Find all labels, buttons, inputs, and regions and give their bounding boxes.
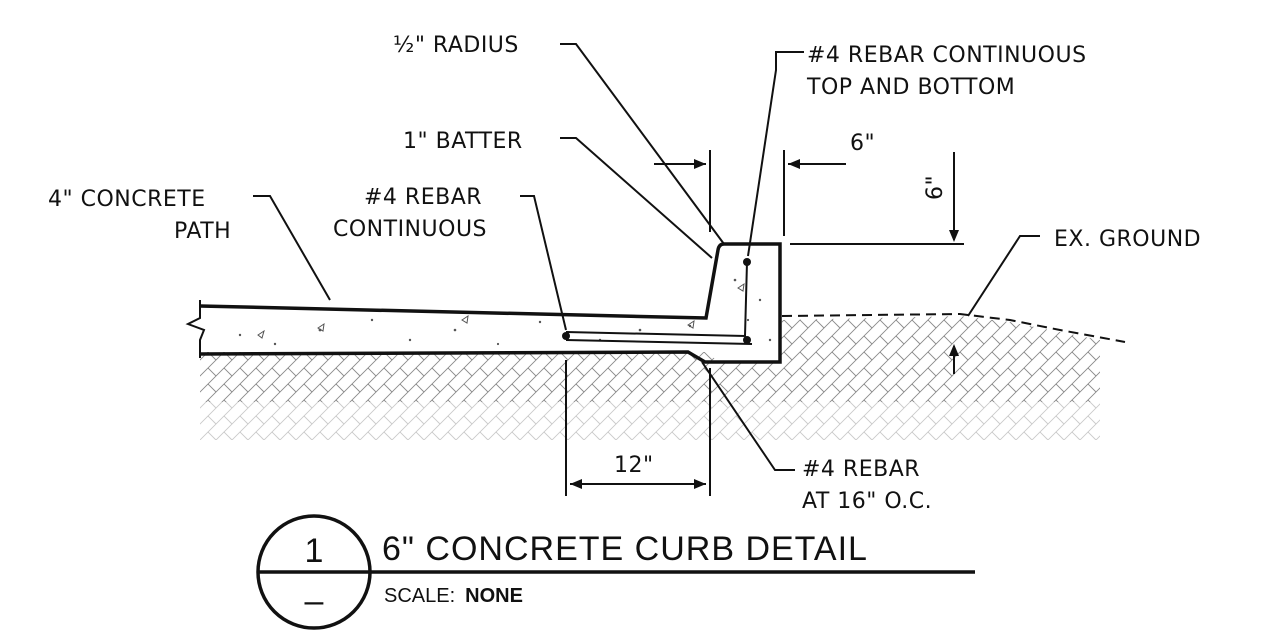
label-dim-6-vertical: 6" — [923, 175, 948, 200]
label-concrete-path-1: 4" CONCRETE — [48, 187, 206, 212]
scale-text: SCALE: NONE — [384, 585, 523, 607]
concrete-section-outline — [199, 242, 782, 364]
label-rebar-oc-2: AT 16" O.C. — [802, 489, 932, 514]
existing-ground-line — [781, 312, 1126, 343]
label-rebar-top-bottom-1: #4 REBAR CONTINUOUS — [807, 43, 1087, 68]
label-rebar-top-bottom-2: TOP AND BOTTOM — [806, 75, 1015, 100]
label-dim-6-horizontal: 6" — [850, 131, 875, 156]
hatch-fade — [200, 402, 1100, 442]
title-block: 1 – 6" CONCRETE CURB DETAIL SCALE: NONE — [256, 514, 975, 630]
rebar — [562, 258, 753, 345]
label-radius: ½" RADIUS — [393, 33, 519, 58]
label-dim-12: 12" — [614, 453, 654, 478]
label-ex-ground: EX. GROUND — [1054, 227, 1201, 252]
label-rebar-oc-1: #4 REBAR — [802, 457, 920, 482]
scale-value: NONE — [465, 585, 523, 607]
label-rebar-continuous-2: CONTINUOUS — [333, 217, 487, 242]
detail-title: 6" CONCRETE CURB DETAIL — [382, 530, 868, 568]
label-rebar-continuous-1: #4 REBAR — [364, 185, 482, 210]
scale-label: SCALE: — [384, 585, 455, 607]
concrete-stipple — [238, 278, 772, 346]
leaders — [253, 43, 1040, 471]
dimensions — [565, 150, 964, 496]
break-line — [185, 300, 206, 358]
sheet-reference: – — [305, 582, 324, 620]
label-batter: 1" BATTER — [403, 129, 523, 154]
label-concrete-path-2: PATH — [174, 219, 231, 244]
detail-number: 1 — [305, 532, 324, 570]
